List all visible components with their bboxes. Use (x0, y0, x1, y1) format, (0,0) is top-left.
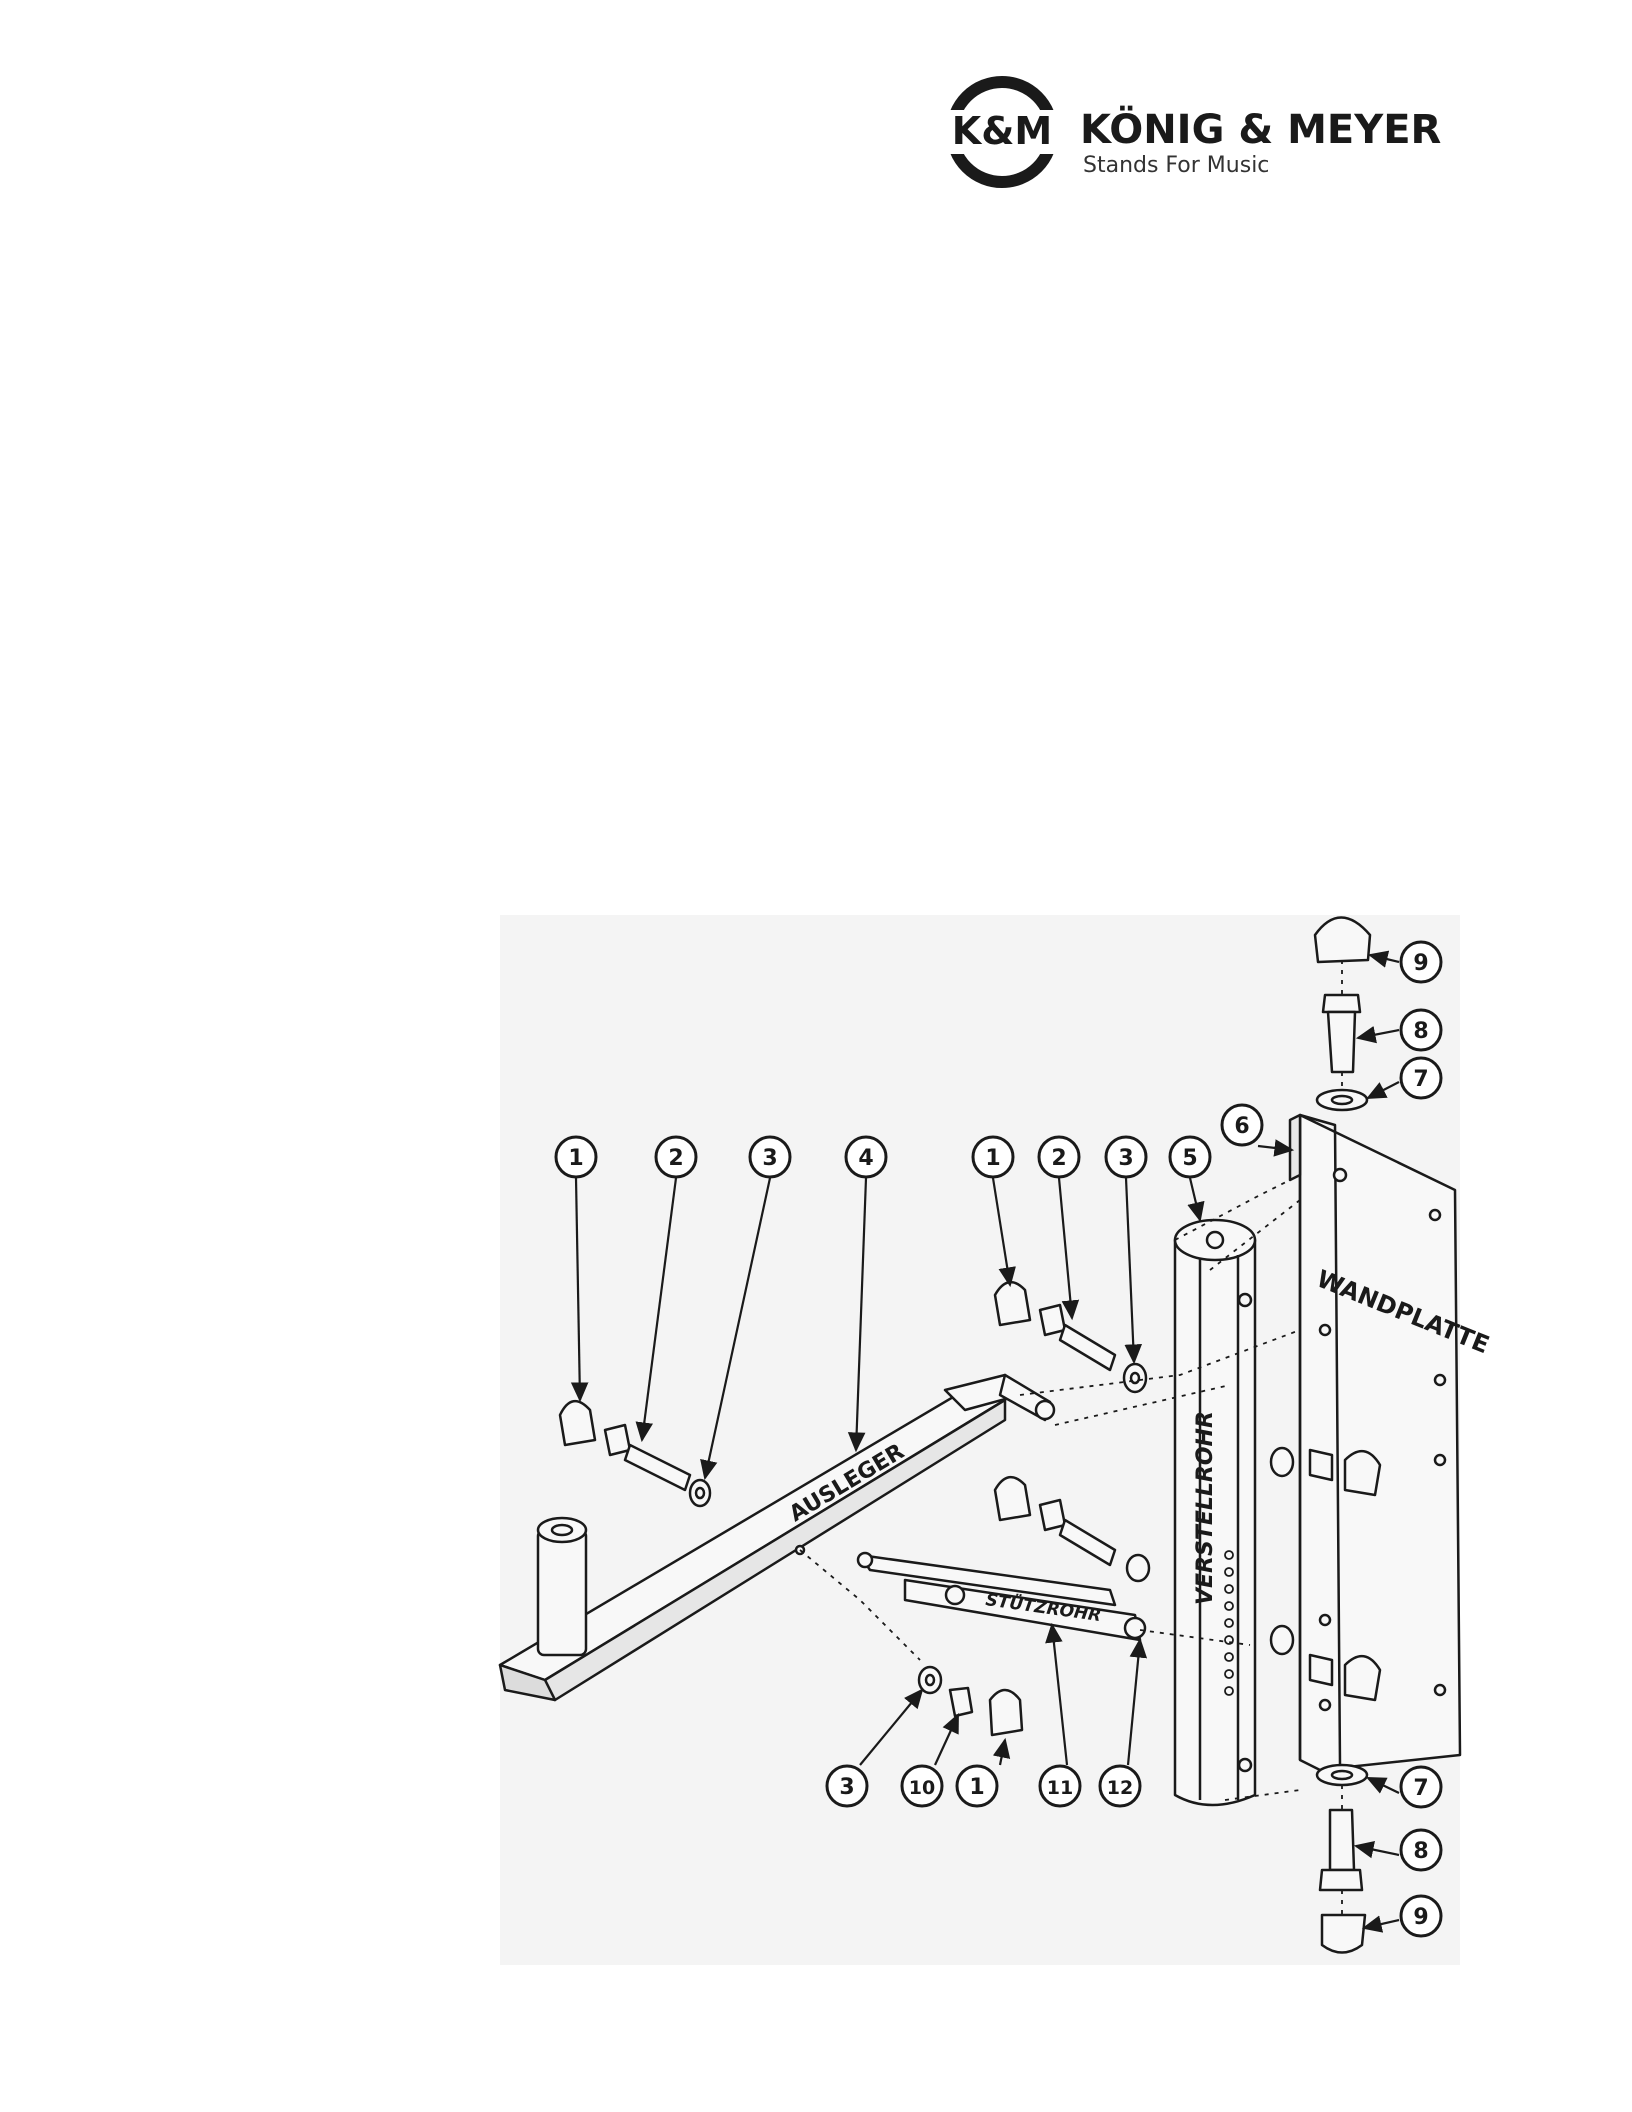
callout-3a-number: 3 (762, 1146, 777, 1171)
callout-9t-number: 9 (1413, 951, 1428, 976)
callout-3c-number: 3 (839, 1775, 854, 1800)
label-verstellrohr: VERSTELLROHR (1193, 1411, 1218, 1605)
callout-1a-number: 1 (568, 1146, 583, 1171)
callout-11-number: 11 (1047, 1777, 1073, 1799)
callout-8b-number: 8 (1413, 1839, 1428, 1864)
callout-7t-number: 7 (1413, 1067, 1428, 1092)
callout-12-number: 12 (1107, 1777, 1133, 1799)
callout-8t-number: 8 (1413, 1019, 1428, 1044)
callout-5-number: 5 (1182, 1146, 1197, 1171)
callout-4-number: 4 (858, 1146, 873, 1171)
callout-1b-number: 1 (985, 1146, 1000, 1171)
callout-6-number: 6 (1234, 1114, 1249, 1139)
callout-2a-number: 2 (668, 1146, 683, 1171)
callout-9b-number: 9 (1413, 1905, 1428, 1930)
callout-1c-number: 1 (969, 1775, 984, 1800)
callout-10-number: 10 (909, 1777, 935, 1799)
callout-2b-number: 2 (1051, 1146, 1066, 1171)
callout-7b-number: 7 (1413, 1776, 1428, 1801)
callout-3b-number: 3 (1118, 1146, 1133, 1171)
